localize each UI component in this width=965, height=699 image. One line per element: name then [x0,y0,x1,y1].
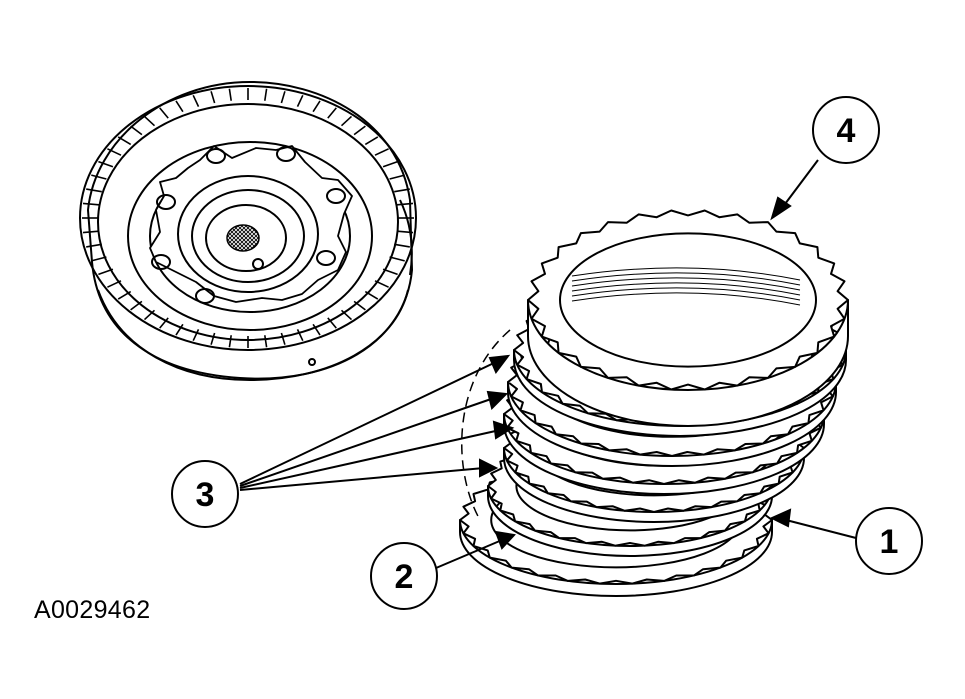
friction-lining-texture [571,267,801,306]
figure-id: A0029462 [34,596,151,624]
callout-1: 1 [855,507,923,575]
callout-1-label: 1 [880,523,899,561]
callout-4: 4 [812,96,880,164]
callout-3: 3 [171,460,239,528]
callout-4-label: 4 [837,112,856,150]
arrowhead-4 [770,196,792,221]
leader-3b [239,397,495,487]
arrowhead-3d [479,458,499,478]
leader-3d [239,467,485,491]
clutch-plate-stack-illustration [459,209,849,597]
callout-2-label: 2 [395,558,414,596]
callout-3-label: 3 [196,476,215,514]
callout-2: 2 [370,542,438,610]
leader-3c [239,429,501,489]
leader-3a [239,361,497,485]
arrowhead-3a [488,354,511,374]
leader-lines [239,159,857,569]
leader-1 [785,519,857,539]
plate-top-4 [527,209,849,427]
leader-2 [435,539,503,569]
arrowhead-1 [769,508,792,528]
clutch-drum-illustration [79,81,417,381]
alignment-dashed-arc [461,329,511,521]
leader-4 [781,159,819,209]
arrowhead-2 [494,530,516,550]
arrowhead-3b [486,390,509,410]
arrowhead-3c [492,420,515,440]
